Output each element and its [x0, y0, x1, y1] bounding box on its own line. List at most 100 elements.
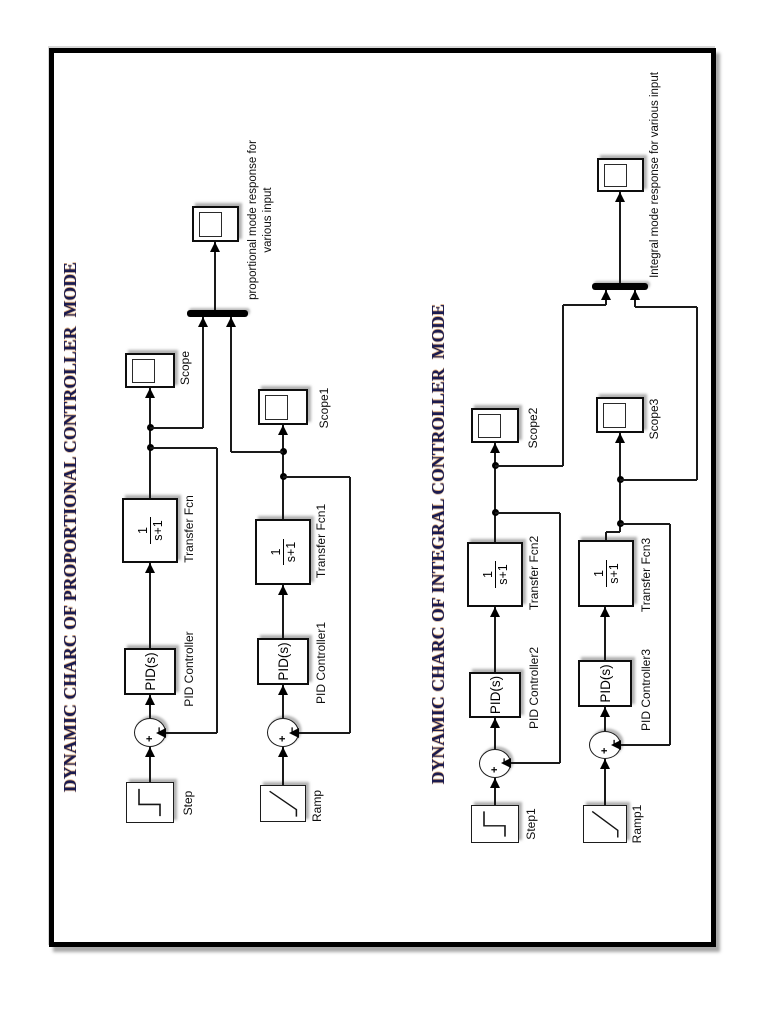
pid-text: PID(s)	[275, 642, 291, 681]
arrowhead	[490, 778, 500, 788]
step-icon	[138, 788, 161, 817]
block-scope3	[596, 397, 644, 433]
arrowhead	[198, 317, 208, 327]
block-scope	[125, 353, 175, 388]
wire-segment	[150, 447, 217, 449]
block-step1	[471, 805, 519, 843]
diagram-canvas: DYNAMIC CHARC OF PROPORTIONAL CONTROLLER…	[49, 48, 716, 947]
arrowhead	[615, 192, 625, 202]
wire-segment	[562, 305, 564, 466]
arrowhead	[278, 685, 288, 695]
arrowhead	[145, 695, 155, 705]
scope-screen	[478, 414, 501, 438]
wire-segment	[635, 306, 697, 308]
label-transfer-fcn2: Transfer Fcn2	[527, 535, 541, 611]
pid-text: PID(s)	[597, 664, 613, 703]
arrowhead	[601, 290, 611, 300]
ramp-icon	[269, 790, 298, 817]
block-scope1	[258, 389, 308, 425]
arrowhead	[210, 242, 220, 252]
arrowhead	[289, 728, 299, 738]
wire-segment	[605, 532, 607, 540]
step-icon	[483, 811, 506, 837]
wire-segment	[283, 476, 350, 478]
wire-segment	[149, 388, 151, 498]
wire-segment	[563, 304, 606, 306]
integral-response-label-line1: Integral mode response for various input	[649, 72, 661, 278]
block-mux-proportional	[187, 310, 248, 317]
plus-sign: +	[276, 735, 289, 742]
integral-section-title: DYNAMIC CHARC OF INTEGRAL CONTROLLER MOD…	[428, 303, 448, 785]
wire-segment	[494, 443, 496, 542]
block-mux-integral	[592, 283, 648, 290]
arrowhead	[600, 607, 610, 617]
wire-segment	[202, 317, 204, 428]
block-ramp1	[583, 805, 627, 843]
scope-screen	[132, 359, 155, 383]
wire-segment	[511, 762, 560, 764]
block-proportional-response-scope	[192, 206, 239, 242]
ramp-icon	[591, 810, 619, 838]
plus-sign: +	[488, 766, 501, 773]
block-integral-response-scope	[597, 158, 644, 192]
fraction-denominator: s+1	[149, 517, 165, 544]
block-pid-controller: PID(s)	[124, 648, 176, 695]
arrowhead	[490, 607, 500, 617]
arrowhead	[278, 585, 288, 595]
proportional-response-label-line1: proportional mode response for	[247, 140, 259, 300]
fraction-denominator: s+1	[494, 561, 510, 588]
label-transfer-fcn: Transfer Fcn	[182, 495, 196, 563]
wire-segment	[230, 317, 232, 452]
wire-segment	[214, 242, 216, 310]
wire-segment	[282, 425, 284, 519]
label-transfer-fcn3: Transfer Fcn3	[639, 537, 653, 613]
arrowhead	[600, 707, 610, 717]
wire-segment	[696, 307, 698, 480]
plus-sign: +	[143, 735, 156, 742]
arrowhead	[145, 388, 155, 398]
proportional-response-label-line2: various input	[262, 187, 274, 253]
fraction-numerator: 1	[480, 571, 495, 578]
arrowhead	[600, 759, 610, 769]
scope-screen	[199, 212, 222, 237]
wire-segment	[620, 479, 697, 481]
arrowhead	[490, 718, 500, 728]
pid-text: PID(s)	[142, 652, 158, 691]
fraction-numerator: 1	[268, 548, 283, 556]
label-scope1: Scope1	[317, 387, 331, 429]
wire-segment	[620, 523, 670, 525]
arrowhead	[611, 740, 621, 750]
arrowhead	[630, 290, 640, 300]
label-pid-controller: PID Controller	[182, 631, 196, 707]
wire-segment	[495, 512, 560, 514]
label-scope3: Scope3	[647, 398, 661, 440]
block-pid-controller1: PID(s)	[257, 638, 309, 685]
plus-sign: +	[598, 747, 611, 754]
wire-segment	[621, 744, 670, 746]
scope-screen	[265, 395, 288, 420]
wire-segment	[150, 427, 203, 429]
arrowhead	[145, 747, 155, 757]
block-step	[126, 782, 174, 823]
wire-segment	[231, 451, 283, 453]
arrowhead	[501, 758, 511, 768]
label-ramp: Ramp	[310, 790, 324, 823]
wire-segment	[166, 732, 217, 734]
block-ramp	[260, 785, 306, 822]
arrowhead	[615, 433, 625, 443]
arrowhead	[278, 747, 288, 757]
wire-segment	[669, 524, 671, 745]
fraction-numerator: 1	[591, 570, 606, 577]
block-pid-controller2: PID(s)	[469, 672, 521, 718]
pid-text: PID(s)	[487, 675, 503, 715]
wire-segment	[149, 563, 151, 648]
scope-screen	[604, 164, 627, 187]
